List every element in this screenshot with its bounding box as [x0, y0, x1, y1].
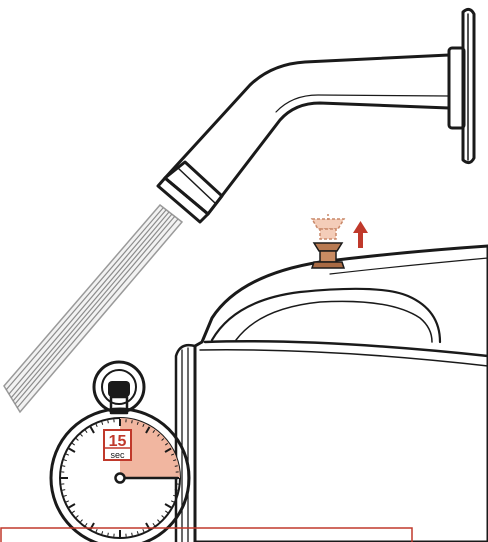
- callout-box: [1, 528, 412, 542]
- dial-tick: [81, 434, 83, 436]
- dial-tick: [132, 533, 133, 536]
- seconds-value: 15: [109, 433, 127, 450]
- dial-tick: [137, 531, 138, 534]
- dial-tick: [66, 454, 69, 455]
- pressure-cooker-icon: [176, 246, 488, 542]
- dial-tick: [91, 427, 95, 433]
- dial-tick: [175, 490, 178, 491]
- shower-head-icon: [158, 9, 474, 222]
- dial-tick: [157, 520, 159, 522]
- dial-tick: [175, 466, 178, 467]
- dial-tick: [85, 430, 87, 432]
- dial-tick: [102, 422, 103, 425]
- dial-tick: [132, 420, 133, 423]
- dial-tick: [76, 515, 78, 517]
- dial-tick: [143, 529, 144, 532]
- dial-tick: [153, 523, 155, 525]
- dial-tick: [165, 511, 167, 513]
- dial-tick: [96, 529, 97, 532]
- dial-tick: [102, 531, 103, 534]
- dial-tick: [72, 443, 74, 445]
- dial-tick: [69, 449, 75, 453]
- stopwatch-icon: 15 sec: [51, 362, 189, 542]
- dial-tick: [108, 420, 109, 423]
- dial-tick: [64, 460, 67, 461]
- dial-tick: [76, 439, 78, 441]
- dial-tick: [69, 504, 75, 508]
- dial-tick: [96, 424, 97, 427]
- dial-tick: [62, 466, 65, 467]
- dial-tick: [165, 504, 171, 508]
- arrow-up-icon: [353, 221, 368, 248]
- dial-tick: [64, 495, 67, 496]
- dial-tick: [108, 533, 109, 536]
- dial-tick: [72, 511, 74, 513]
- dial-tick: [85, 523, 87, 525]
- seconds-unit: sec: [110, 450, 125, 460]
- dial-tick: [62, 490, 65, 491]
- dial-tick: [81, 520, 83, 522]
- dial-tick: [171, 501, 174, 502]
- seconds-badge: 15 sec: [104, 430, 131, 460]
- dial-tick: [162, 515, 164, 517]
- dial-tick: [66, 501, 69, 502]
- water-spray-icon: [4, 205, 182, 412]
